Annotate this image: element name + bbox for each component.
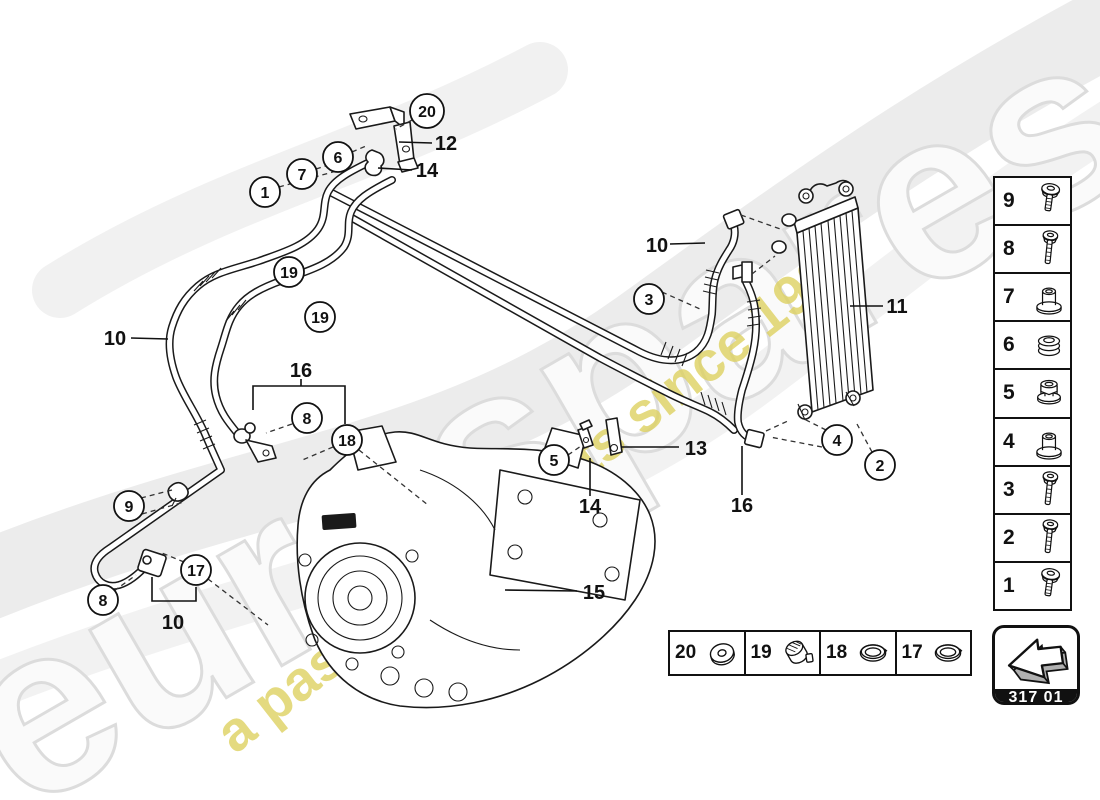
seal-legend-item-17[interactable]: 17 [896, 632, 971, 674]
callout-4[interactable]: 4 [821, 424, 853, 456]
svg-text:9: 9 [125, 499, 134, 516]
part-label-16: 16 [731, 495, 753, 517]
svg-text:17: 17 [187, 563, 205, 580]
callout-7[interactable]: 7 [286, 158, 318, 190]
part-label-12: 12 [435, 133, 457, 155]
callout-19[interactable]: 19 [304, 301, 336, 333]
callout-6[interactable]: 6 [322, 141, 354, 173]
screw-long-icon [1027, 228, 1070, 270]
fastener-legend-item-9[interactable]: 9 [995, 178, 1070, 227]
fastener-legend-item-4[interactable]: 4 [995, 418, 1070, 467]
legend-item-number: 5 [1003, 381, 1015, 405]
callout-17[interactable]: 17 [180, 554, 212, 586]
washer-icon [700, 635, 744, 671]
svg-text:8: 8 [99, 593, 108, 610]
seal-legend-item-18[interactable]: 18 [821, 632, 897, 674]
valve-fitting-icon [776, 635, 820, 671]
legend-item-number: 3 [1003, 477, 1015, 501]
o-ring-icon [851, 635, 895, 671]
seal-legend: 20 19 18 17 [668, 630, 972, 676]
label-leaders [130, 141, 883, 602]
flange-nut-icon [1027, 372, 1070, 414]
part-label-10: 10 [646, 235, 668, 257]
svg-text:19: 19 [311, 310, 329, 327]
legend-item-number: 4 [1003, 429, 1015, 453]
seal-legend-item-19[interactable]: 19 [745, 632, 821, 674]
seal-legend-item-20[interactable]: 20 [670, 632, 746, 674]
callout-9[interactable]: 9 [113, 490, 145, 522]
fastener-legend-item-7[interactable]: 7 [995, 274, 1070, 323]
legend-item-number: 17 [901, 642, 923, 663]
fastener-legend-item-6[interactable]: 6 [995, 322, 1070, 371]
part-label-10: 10 [104, 328, 126, 350]
fastener-legend-item-1[interactable]: 1 [995, 562, 1070, 609]
fastener-legend-item-8[interactable]: 8 [995, 226, 1070, 275]
fastener-legend-item-3[interactable]: 3 [995, 466, 1070, 515]
svg-text:19: 19 [280, 265, 298, 282]
legend-item-number: 6 [1003, 333, 1015, 357]
svg-text:6: 6 [334, 150, 343, 167]
svg-text:2: 2 [876, 458, 885, 475]
callout-8[interactable]: 8 [291, 402, 323, 434]
callout-3[interactable]: 3 [633, 283, 665, 315]
hose-left-runs [90, 154, 396, 590]
callout-18[interactable]: 18 [331, 424, 363, 456]
hose-stays [577, 417, 623, 456]
screw-icon [1027, 180, 1070, 222]
svg-text:20: 20 [418, 104, 436, 121]
legend-item-number: 7 [1003, 285, 1015, 309]
svg-text:3: 3 [645, 292, 654, 309]
part-label-10: 10 [162, 612, 184, 634]
svg-text:8: 8 [303, 411, 312, 428]
callout-8[interactable]: 8 [87, 584, 119, 616]
svg-text:7: 7 [298, 167, 307, 184]
bushing-icon [1027, 276, 1070, 318]
screw-long-icon [1027, 517, 1070, 559]
legend-item-number: 8 [1003, 237, 1015, 261]
callout-20[interactable]: 20 [409, 93, 445, 129]
fastener-legend: 9 8 7 6 5 4 3 2 1 [993, 176, 1072, 611]
legend-item-number: 2 [1003, 525, 1015, 549]
diagram-code: 317 01 [995, 688, 1077, 702]
legend-item-number: 19 [750, 642, 772, 663]
svg-text:4: 4 [833, 433, 842, 450]
part-label-13: 13 [685, 438, 707, 460]
hose-right-runs [326, 188, 765, 449]
fastener-legend-item-2[interactable]: 2 [995, 514, 1070, 563]
part-label-11: 11 [886, 296, 907, 318]
fastener-legend-item-5[interactable]: 5 [995, 370, 1070, 419]
part-label-14: 14 [579, 496, 602, 518]
grommet-icon [1027, 324, 1070, 366]
svg-text:1: 1 [261, 185, 270, 202]
o-ring-icon [927, 635, 971, 671]
legend-item-number: 18 [826, 642, 848, 663]
legend-item-number: 20 [675, 642, 697, 663]
part-label-14: 14 [416, 160, 439, 182]
back-arrow-icon [995, 628, 1077, 689]
mounting-bracket [349, 106, 419, 177]
callout-19[interactable]: 19 [273, 256, 305, 288]
part-label-16: 16 [290, 360, 312, 382]
diagram-code-box[interactable]: 317 01 [992, 625, 1080, 705]
part-label-15: 15 [583, 582, 605, 604]
gearbox-drawing [296, 425, 656, 709]
callout-5[interactable]: 5 [538, 444, 570, 476]
bushing-icon [1027, 421, 1070, 463]
screw-long-icon [1027, 469, 1070, 511]
svg-text:5: 5 [550, 453, 559, 470]
screw-icon [1027, 565, 1070, 607]
svg-text:18: 18 [338, 433, 356, 450]
callout-2[interactable]: 2 [864, 449, 896, 481]
oil-cooler [771, 179, 874, 421]
legend-item-number: 9 [1003, 189, 1015, 213]
callout-1[interactable]: 1 [249, 176, 281, 208]
legend-item-number: 1 [1003, 573, 1015, 597]
